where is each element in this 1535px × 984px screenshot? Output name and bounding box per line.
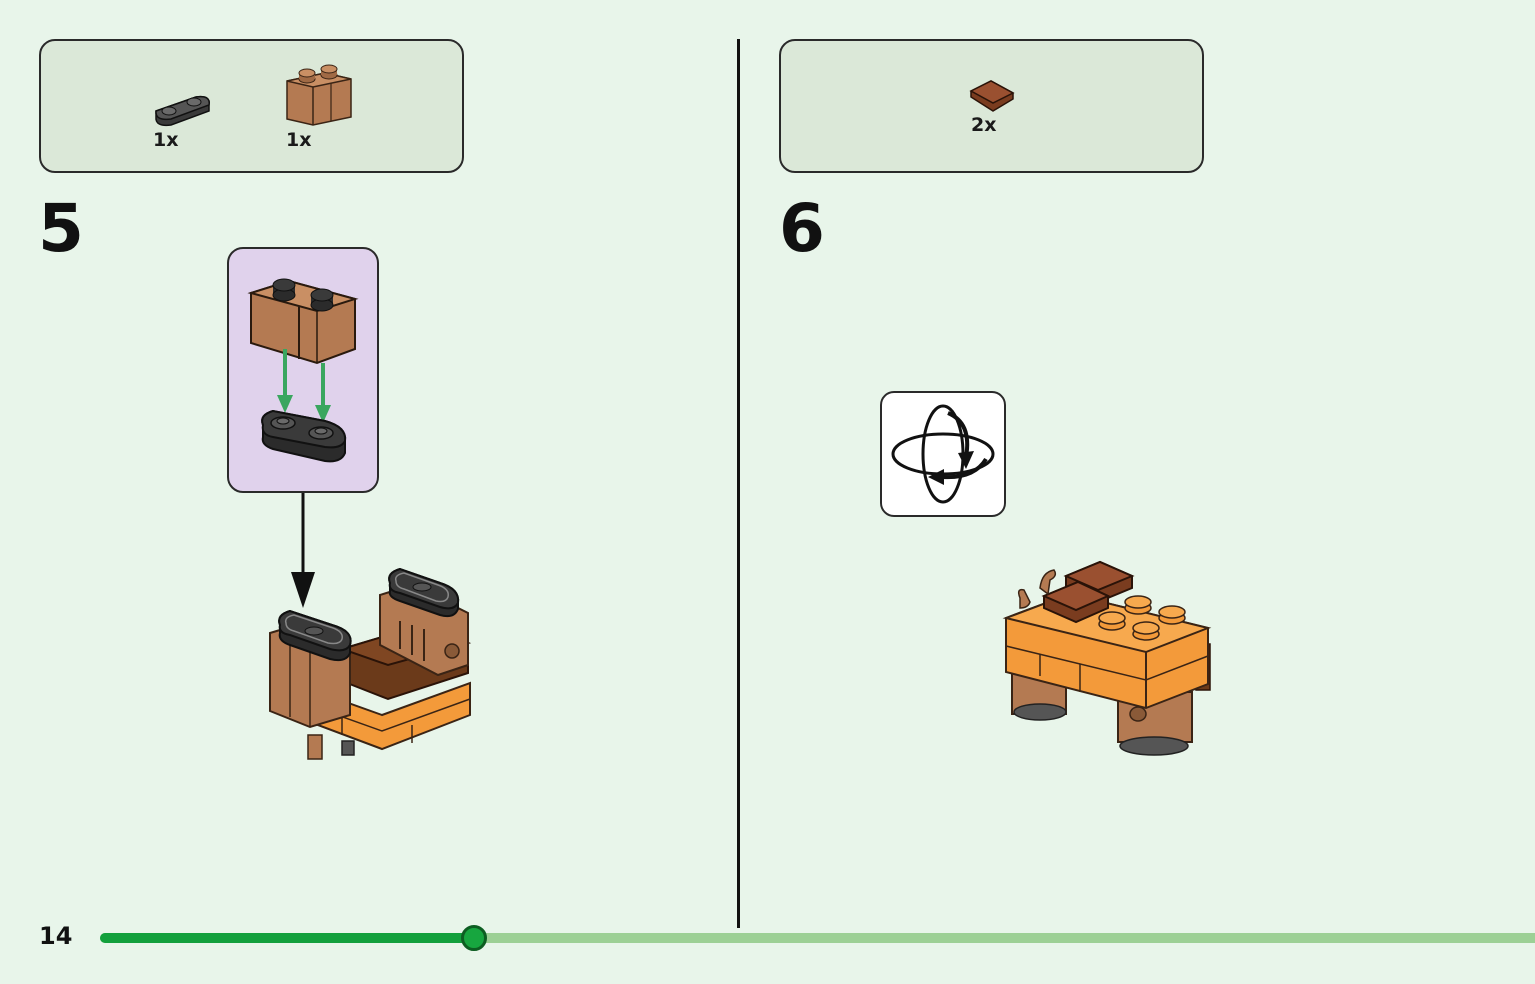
step-number-6: 6: [779, 190, 825, 267]
step6-parts-box: 2x: [779, 39, 1204, 173]
step6-model: [1002, 560, 1212, 756]
step5-model: [269, 567, 472, 760]
tan-brick-part: [286, 64, 352, 126]
rotate-model-icon: [880, 391, 1006, 517]
reddish-brown-tile-quantity: 2x: [971, 114, 997, 136]
page-number: 14: [39, 922, 73, 950]
reddish-brown-tile-part: [969, 80, 1015, 112]
progress-bar: [100, 925, 1535, 951]
step-number-5: 5: [38, 190, 84, 267]
progress-marker: [461, 925, 487, 951]
progress-bar-fill: [100, 933, 473, 943]
page-divider: [737, 39, 740, 928]
dark-grey-plate-quantity: 1x: [153, 129, 179, 151]
callout-illustration: [247, 278, 359, 463]
step5-parts-box: 1x 1x: [39, 39, 464, 173]
sub-assembly-callout: [227, 247, 379, 493]
tan-brick-quantity: 1x: [286, 129, 312, 151]
rotate-arrows-icon: [891, 404, 995, 504]
dark-grey-plate-part: [155, 95, 210, 127]
